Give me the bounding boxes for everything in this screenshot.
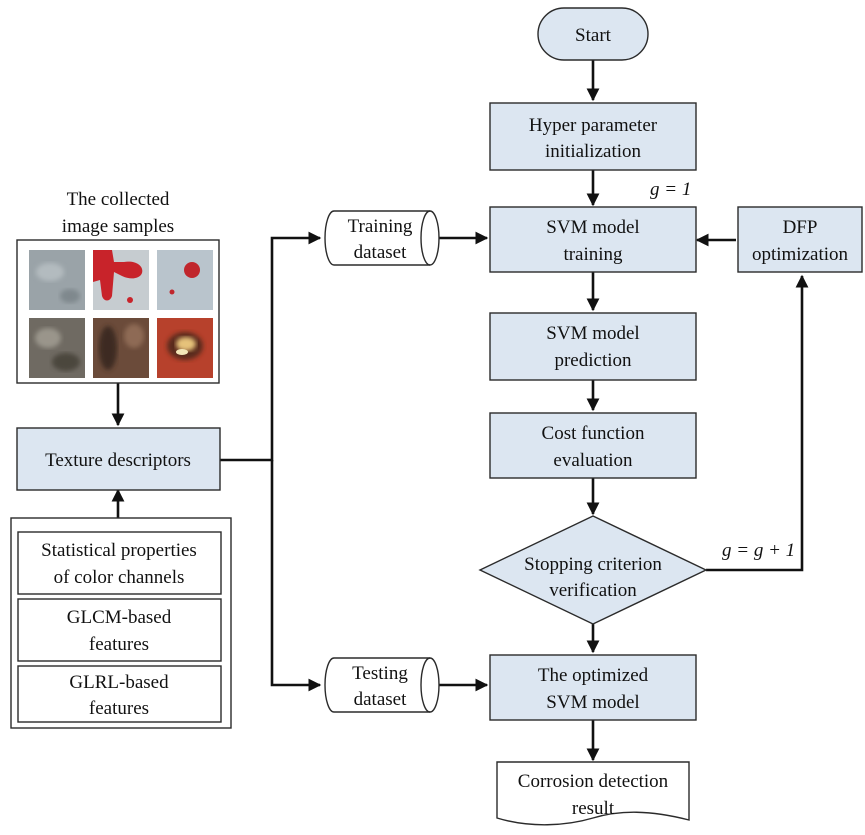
dfp-node: DFP optimization — [737, 206, 863, 273]
edge-texture-testds — [270, 460, 322, 692]
samples-title-line1: The collected — [67, 189, 170, 210]
connectors — [111, 60, 809, 762]
sample-image-1 — [29, 250, 85, 310]
cost-function-node: Cost function evaluation — [489, 412, 697, 479]
corrosion-result-node: Corrosion detection result — [496, 761, 690, 826]
training-dataset-node: Training dataset — [324, 210, 440, 266]
stopping-criterion-node: Stopping criterion verification — [478, 515, 708, 625]
train-ds-line2: dataset — [354, 242, 407, 263]
svm-train-line1: SVM model — [546, 217, 639, 238]
statistical-properties-node: Statistical properties of color channels — [17, 531, 222, 595]
result-line2: result — [572, 798, 615, 819]
start-label: Start — [575, 25, 612, 46]
cost-line2: evaluation — [553, 450, 633, 471]
stat-line1: Statistical properties — [41, 540, 197, 561]
g-update-label: g = g + 1 — [722, 540, 795, 561]
glrl-line2: features — [89, 698, 149, 719]
sample-image-5 — [93, 318, 149, 378]
samples-title-line2: image samples — [62, 216, 174, 237]
glcm-features-node: GLCM-based features — [17, 598, 222, 662]
edge-stop-dfp — [706, 274, 809, 572]
g-init-label: g = 1 — [650, 179, 691, 200]
hyper-parameter-node: Hyper parameter initialization — [489, 102, 697, 171]
dfp-line1: DFP — [783, 217, 818, 238]
stop-line2: verification — [549, 580, 637, 601]
feature-group: Statistical properties of color channels… — [10, 517, 232, 729]
glrl-line1: GLRL-based — [69, 672, 169, 693]
glcm-line1: GLCM-based — [67, 607, 172, 628]
sample-image-4 — [29, 318, 85, 378]
svm-pred-line2: prediction — [554, 350, 632, 371]
edge-texture-trainds — [220, 231, 322, 462]
test-ds-line2: dataset — [354, 689, 407, 710]
cost-line1: Cost function — [542, 423, 645, 444]
hyper-line1: Hyper parameter — [529, 115, 658, 136]
optimized-svm-node: The optimized SVM model — [489, 654, 697, 721]
texture-label: Texture descriptors — [45, 450, 191, 471]
glrl-features-node: GLRL-based features — [17, 665, 222, 723]
train-ds-line1: Training — [348, 216, 413, 237]
result-line1: Corrosion detection — [518, 771, 669, 792]
sample-image-3 — [157, 250, 213, 310]
glcm-line2: features — [89, 634, 149, 655]
optimized-line1: The optimized — [538, 665, 649, 686]
svm-train-line2: training — [563, 244, 623, 265]
svm-training-node: SVM model training — [489, 206, 697, 273]
stat-line2: of color channels — [54, 567, 185, 588]
optimized-line2: SVM model — [546, 692, 639, 713]
texture-descriptors-node: Texture descriptors — [16, 427, 221, 491]
image-samples-panel: The collected image samples — [16, 189, 220, 384]
svm-prediction-node: SVM model prediction — [489, 312, 697, 381]
start-node: Start — [537, 7, 649, 61]
dfp-line2: optimization — [752, 244, 849, 265]
hyper-line2: initialization — [545, 141, 642, 162]
test-ds-line1: Testing — [352, 663, 408, 684]
sample-image-2 — [93, 250, 149, 310]
testing-dataset-node: Testing dataset — [324, 657, 440, 713]
sample-image-6 — [157, 318, 213, 378]
svm-pred-line1: SVM model — [546, 323, 639, 344]
stop-line1: Stopping criterion — [524, 554, 662, 575]
